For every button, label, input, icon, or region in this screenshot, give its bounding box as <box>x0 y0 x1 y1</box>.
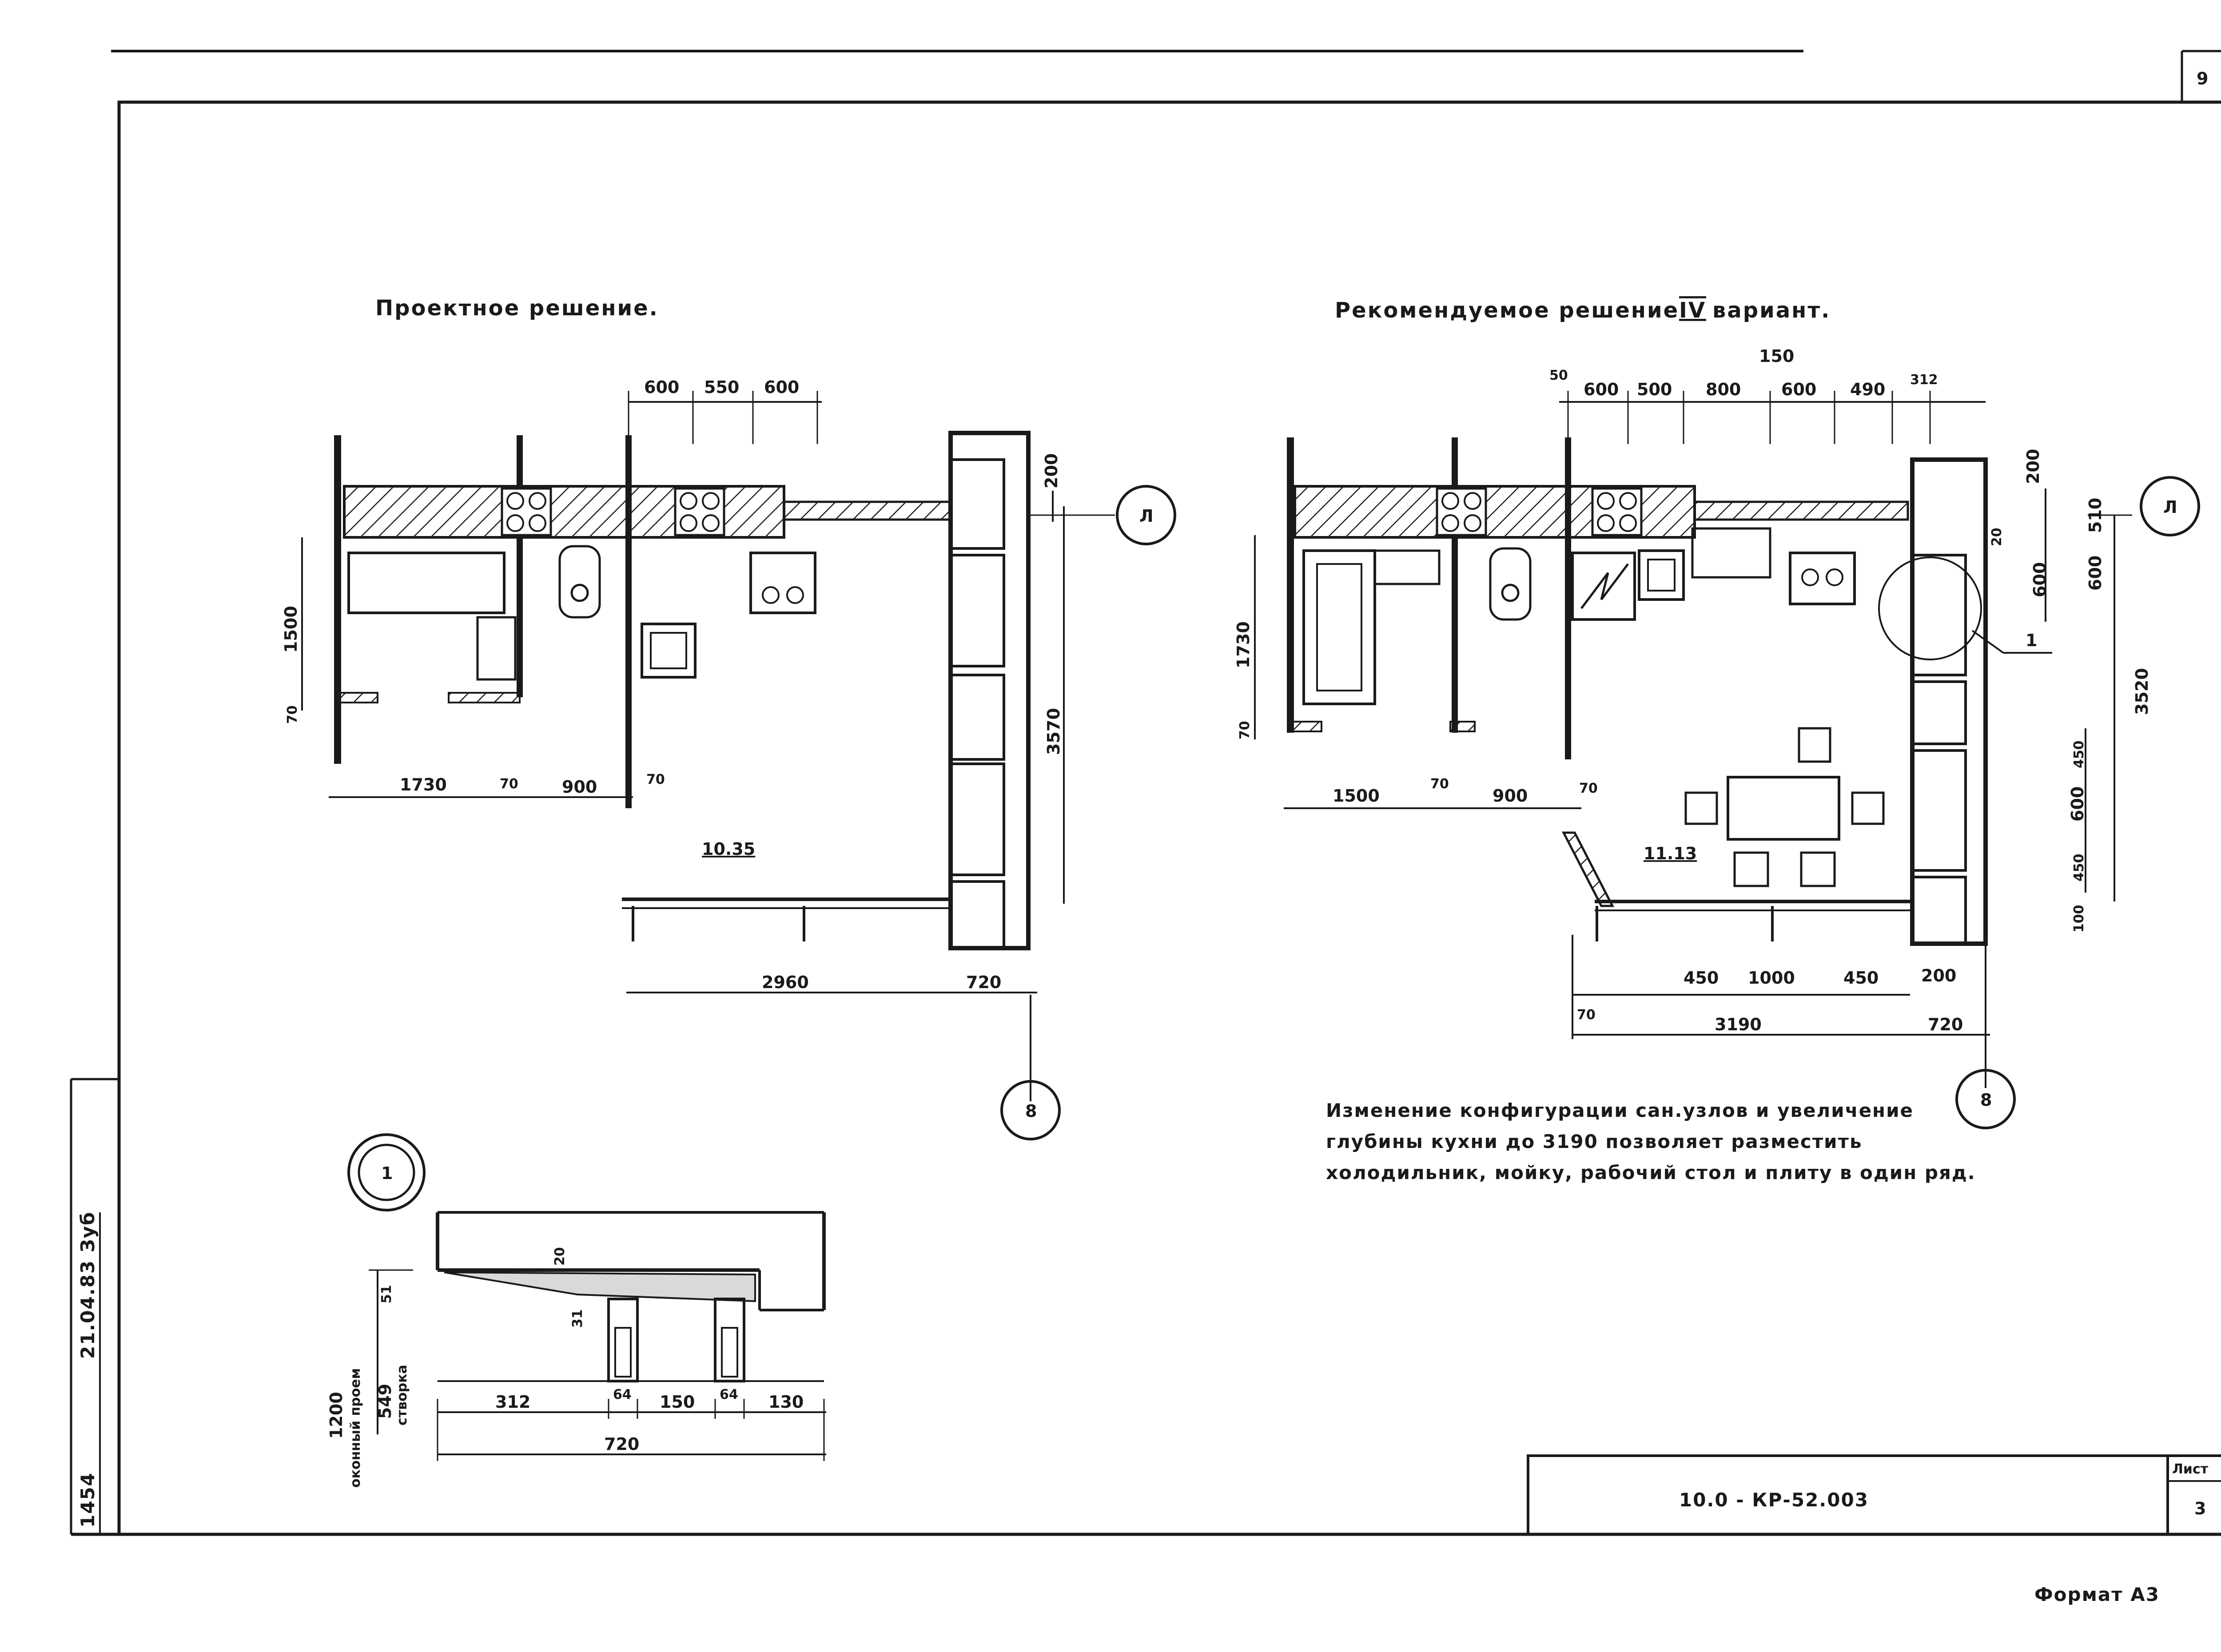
right-left-dim-70: 70 <box>1237 721 1253 739</box>
detail-dim-150: 150 <box>660 1392 695 1412</box>
title-block-sheet-label: Лист <box>2172 1461 2209 1477</box>
right-right-dim-450b: 450 <box>2071 854 2087 882</box>
left-dim-70: 70 <box>285 705 300 724</box>
left-plan-dimension-lines <box>301 391 1115 1101</box>
right-right-dim-510: 510 <box>2086 498 2105 533</box>
right-top-dim-500: 500 <box>1637 380 1672 399</box>
right-right-dim-450a: 450 <box>2071 740 2087 768</box>
right-lower-dim-3190: 3190 <box>1715 1015 1762 1034</box>
sheet-frame <box>70 50 2221 1536</box>
right-top-overall: 150 <box>1759 346 1794 366</box>
right-right-dim-3520: 3520 <box>2132 668 2152 715</box>
title-block <box>1527 1454 2221 1536</box>
detail-dim-total: 720 <box>604 1434 639 1454</box>
left-plan-title: Проектное решение. <box>375 296 659 321</box>
left-right-dim-3570: 3570 <box>1044 708 1063 755</box>
detail-label-1200: 1200 <box>326 1392 346 1439</box>
right-lower-dim-450b: 450 <box>1843 968 1879 988</box>
detail-section <box>369 1211 826 1461</box>
right-lower-dim-1000: 1000 <box>1748 968 1795 988</box>
detail-dim-20: 20 <box>552 1247 568 1266</box>
left-axis-row-label: Л <box>1139 506 1154 526</box>
right-right-dim-600b: 600 <box>2086 556 2105 591</box>
format-label: Формат А3 <box>2034 1584 2160 1605</box>
detail-label-sash: створка <box>394 1365 410 1426</box>
right-top-dim-800: 800 <box>1706 380 1741 399</box>
right-area-label: 11.13 <box>1644 844 1697 863</box>
left-bottom-dim-900: 900 <box>562 777 597 797</box>
sheet-number-top: 9 <box>2197 69 2208 88</box>
left-dim-1500: 1500 <box>281 606 301 653</box>
detail-marker-label: 1 <box>381 1164 393 1183</box>
right-axis-row-label: Л <box>2163 497 2177 517</box>
right-plan-title: Рекомендуемое решение. <box>1335 298 1688 323</box>
right-lower-dim-450a: 450 <box>1684 968 1719 988</box>
left-right-dim-200: 200 <box>1042 453 1061 488</box>
left-lower-dim-2960: 2960 <box>762 973 809 992</box>
left-axis-col-label: 8 <box>1025 1101 1037 1121</box>
right-bottom-dim-70a: 70 <box>1430 776 1449 792</box>
left-top-dim-2: 550 <box>704 377 739 397</box>
right-bottom-dim-70b: 70 <box>1579 781 1598 796</box>
right-plan-fixtures <box>1302 487 2052 887</box>
detail-label-549: 549 <box>375 1384 395 1419</box>
left-axis-markers <box>1000 485 1176 1140</box>
right-right-dim-600c: 600 <box>2068 786 2087 822</box>
detail-label-opening: оконный проем <box>348 1368 363 1488</box>
right-plan-variant: IV <box>1679 298 1706 323</box>
left-bottom-dim-70a: 70 <box>500 776 518 792</box>
note-line-1: Изменение конфигурации сан.узлов и увели… <box>1326 1100 1914 1121</box>
right-top-dim-312: 312 <box>1910 372 1938 388</box>
right-top-dim-600b: 600 <box>1781 380 1816 399</box>
side-stamp-number: 1454 <box>77 1472 99 1528</box>
right-right-dim-100: 100 <box>2071 905 2087 933</box>
left-lower-dim-720: 720 <box>966 973 1001 992</box>
title-block-sheet-value: 3 <box>2194 1499 2206 1518</box>
right-bottom-dim-900: 900 <box>1493 786 1528 806</box>
detail-dim-51: 51 <box>379 1285 394 1303</box>
note-line-2: глубины кухни до 3190 позволяет размести… <box>1326 1131 1863 1152</box>
detail-dim-64b: 64 <box>720 1387 738 1402</box>
right-right-dim-600a: 600 <box>2030 562 2050 597</box>
right-top-dim-600a: 600 <box>1584 380 1619 399</box>
detail-dim-31: 31 <box>570 1309 585 1328</box>
right-axis-col-label: 8 <box>1980 1090 1992 1110</box>
right-lower-dim-200: 200 <box>1921 966 1956 985</box>
detail-dim-64a: 64 <box>613 1387 632 1402</box>
right-lower-dim-70: 70 <box>1577 1007 1596 1023</box>
detail-dim-130: 130 <box>768 1392 804 1412</box>
right-plan-variant-word: вариант. <box>1712 298 1831 323</box>
right-plan-dimension-lines <box>1254 391 2132 1088</box>
right-bottom-dim-1500: 1500 <box>1333 786 1380 806</box>
right-right-dim-20: 20 <box>1989 528 2005 546</box>
right-top-dim-50: 50 <box>1549 368 1568 383</box>
left-top-dim-3: 600 <box>764 377 799 397</box>
detail-dim-312: 312 <box>495 1392 530 1412</box>
right-lower-dim-720: 720 <box>1928 1015 1963 1034</box>
detail-marker <box>347 1133 426 1211</box>
side-stamp-date: 21.04.83 Зуб <box>77 1211 99 1359</box>
right-callout-1: 1 <box>2026 631 2037 650</box>
left-bottom-dim-1730: 1730 <box>400 775 447 794</box>
note-line-3: холодильник, мойку, рабочий стол и плиту… <box>1326 1162 1976 1183</box>
left-area-label: 10.35 <box>702 839 755 859</box>
left-top-dim-1: 600 <box>644 377 679 397</box>
left-plan-fixtures <box>347 487 816 681</box>
right-left-dim-1730: 1730 <box>1234 621 1253 668</box>
title-block-code: 10.0 - КР-52.003 <box>1679 1489 1869 1511</box>
right-top-dim-490: 490 <box>1850 380 1885 399</box>
right-right-dim-200: 200 <box>2023 449 2043 484</box>
right-axis-markers <box>1955 476 2200 1129</box>
left-bottom-dim-70b: 70 <box>646 772 665 787</box>
